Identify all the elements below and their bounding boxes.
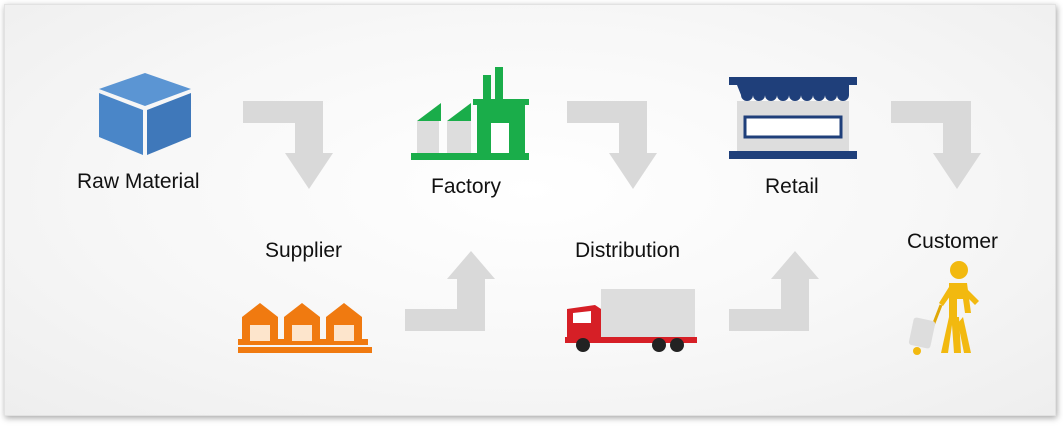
supply-chain-diagram: Raw Material Supplier Factory Distr — [4, 4, 1056, 416]
factory-icon — [411, 67, 529, 160]
step-label-factory: Factory — [431, 175, 502, 198]
arrow-down-icon — [891, 101, 981, 189]
arrow-down-icon — [567, 101, 657, 189]
cube-icon — [99, 73, 191, 155]
step-label-distribution: Distribution — [575, 239, 681, 262]
step-label-retail: Retail — [765, 175, 819, 198]
truck-icon — [565, 289, 697, 352]
storefront-icon — [729, 77, 857, 159]
step-label-customer: Customer — [907, 230, 999, 253]
step-label-raw-material: Raw Material — [77, 170, 200, 193]
arrow-up-icon — [729, 251, 819, 331]
warehouse-icon — [238, 303, 372, 353]
arrow-down-icon — [243, 101, 333, 189]
person-with-luggage-icon — [908, 261, 979, 355]
arrow-up-icon — [405, 251, 495, 331]
step-label-supplier: Supplier — [265, 239, 343, 262]
